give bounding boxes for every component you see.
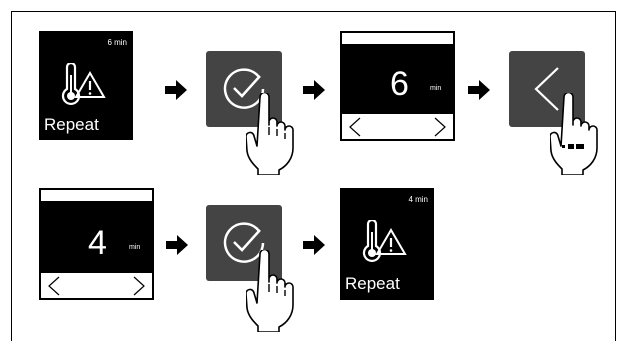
pointing-hand-icon	[246, 250, 294, 332]
step-3-value-picker: 6 min	[340, 31, 455, 141]
picker-top-bar	[41, 190, 152, 201]
chevron-left-icon[interactable]	[47, 276, 61, 296]
picker-controls	[40, 272, 153, 299]
time-label: 4 min	[408, 195, 428, 204]
repeat-label: Repeat	[44, 115, 99, 134]
picker-value: 4	[88, 224, 107, 262]
step-1-screen: 6 min Repeat	[39, 31, 133, 140]
picker-unit: min	[430, 85, 442, 92]
picker-controls	[341, 113, 454, 140]
chevron-left-icon	[533, 66, 561, 112]
chevron-right-icon[interactable]	[132, 276, 146, 296]
diagram-frame	[11, 11, 616, 341]
arrow-right-icon	[303, 80, 325, 100]
step-7-screen: 4 min Repeat	[340, 188, 434, 300]
picker-unit: min	[129, 244, 141, 251]
step-5-value-picker: 4 min	[39, 188, 154, 300]
picker-value: 6	[390, 65, 409, 103]
pointing-hand-hold-icon	[550, 93, 598, 175]
arrow-right-icon	[303, 235, 325, 255]
pointing-hand-icon	[246, 93, 294, 175]
arrow-right-icon	[166, 235, 188, 255]
repeat-label: Repeat	[345, 274, 400, 293]
arrow-right-icon	[468, 80, 490, 100]
thermometer-warning-icon	[358, 220, 408, 268]
arrow-right-icon	[165, 80, 187, 100]
thermometer-warning-icon	[57, 63, 107, 111]
picker-top-bar	[342, 33, 453, 44]
check-circle-icon	[221, 66, 267, 112]
check-circle-icon	[221, 220, 267, 266]
time-label: 6 min	[107, 38, 127, 47]
chevron-right-icon[interactable]	[433, 117, 447, 137]
chevron-left-icon[interactable]	[348, 117, 362, 137]
